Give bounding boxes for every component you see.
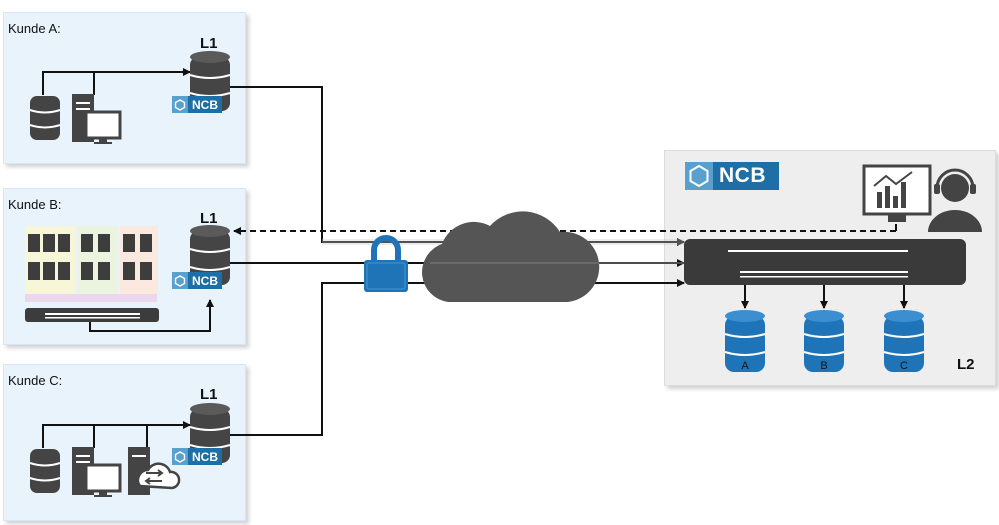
cloud-sync-icon (128, 447, 181, 495)
customer-b-uplink (89, 299, 214, 332)
monitoring-screen-icon (862, 164, 932, 222)
ncb-brand-logo: NCB (685, 162, 779, 190)
hexagon-icon (172, 96, 188, 113)
customer-b-level-label: L1 (200, 210, 218, 227)
hexagon-icon (172, 272, 188, 289)
customer-c-title: Kunde C: (8, 373, 63, 388)
hexagon-icon (172, 448, 188, 465)
ncb-badge-a: NCB (172, 96, 222, 113)
customer-a-wires (42, 68, 191, 95)
customer-b-title: Kunde B: (8, 197, 62, 212)
switch-to-db-arrows (741, 285, 908, 309)
operator-headset-icon (928, 168, 982, 232)
database-a-label: A (741, 360, 749, 372)
datacenter-switch (684, 239, 966, 285)
workstation-icon-c (70, 445, 122, 499)
ncb-brand-text: NCB (719, 164, 766, 187)
server-racks-b (25, 226, 159, 322)
ncb-badge-label: NCB (188, 272, 222, 289)
ncb-badge-c: NCB (172, 448, 222, 465)
datacenter-level-label: L2 (957, 356, 975, 373)
lock-icon (364, 235, 408, 292)
workstation-icon-a (70, 92, 122, 146)
customer-c-level-label: L1 (200, 386, 218, 403)
hexagon-icon (685, 162, 713, 190)
ncb-badge-b: NCB (172, 272, 222, 289)
database-icon-c (29, 448, 61, 494)
database-c-label: C (900, 360, 908, 372)
customer-a-title: Kunde A: (8, 21, 61, 36)
ncb-badge-label: NCB (188, 448, 222, 465)
database-icon-a (29, 95, 61, 141)
database-b-label: B (820, 360, 828, 372)
customer-c-wires (42, 421, 191, 448)
cloud-icon (422, 211, 684, 302)
ncb-badge-label: NCB (188, 96, 222, 113)
customer-a-level-label: L1 (200, 35, 218, 52)
